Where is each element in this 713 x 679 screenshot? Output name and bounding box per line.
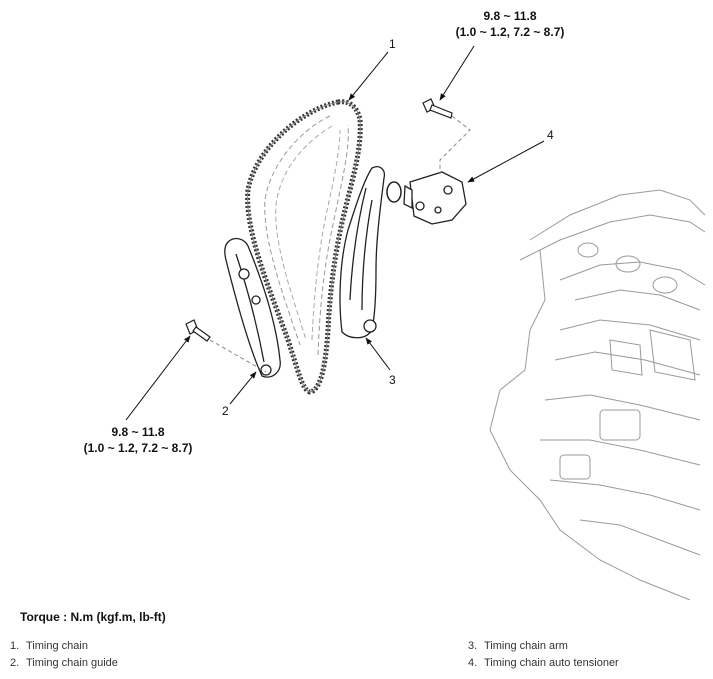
leader-lines (125, 45, 545, 421)
tensioner-bolt (422, 98, 453, 119)
leader-callout-2 (229, 371, 257, 405)
leader-callout-4 (467, 140, 545, 183)
timing-chain (245, 99, 363, 395)
legend-item: 3. Timing chain arm (468, 640, 568, 652)
leader-callout-3 (365, 337, 391, 371)
alignment-lines (209, 115, 471, 373)
legend-label: Timing chain auto tensioner (484, 657, 619, 669)
legend-number: 1. (10, 640, 20, 652)
torque-value-alt-units: (1.0 ~ 1.2, 7.2 ~ 8.7) (455, 25, 565, 39)
torque-value-alt-units: (1.0 ~ 1.2, 7.2 ~ 8.7) (83, 441, 193, 455)
legend-item: 2. Timing chain guide (10, 657, 118, 669)
torque-value: 9.8 ~ 11.8 (111, 425, 165, 439)
leader-callout-1 (348, 51, 389, 101)
legend-number: 3. (468, 640, 478, 652)
torque-value: 9.8 ~ 11.8 (483, 9, 537, 23)
legend-label: Timing chain arm (484, 640, 568, 652)
legend-number: 4. (468, 657, 478, 669)
torque-spec-guide-bolt: 9.8 ~ 11.8 (1.0 ~ 1.2, 7.2 ~ 8.7) (68, 424, 208, 456)
torque-spec-tensioner-bolt: 9.8 ~ 11.8 (1.0 ~ 1.2, 7.2 ~ 8.7) (440, 8, 580, 40)
callout-4: 4 (547, 128, 554, 142)
timing-chain-arm (339, 166, 386, 339)
callout-1: 1 (389, 37, 396, 51)
timing-chain-diagram (125, 45, 706, 600)
legend-label: Timing chain (26, 640, 88, 652)
timing-chain-auto-tensioner (403, 171, 467, 225)
torque-units-caption: Torque : N.m (kgf.m, lb-ft) (20, 610, 166, 624)
callout-2: 2 (222, 404, 229, 418)
legend-item: 1. Timing chain (10, 640, 88, 652)
timing-chain-guide (224, 237, 281, 378)
leader-torque-top (439, 45, 475, 101)
guide-bolt (185, 319, 211, 342)
legend-number: 2. (10, 657, 20, 669)
engine-block-outline (489, 189, 706, 600)
legend-label: Timing chain guide (26, 657, 118, 669)
legend-item: 4. Timing chain auto tensioner (468, 657, 619, 669)
o-ring (386, 181, 402, 203)
callout-3: 3 (389, 373, 396, 387)
leader-torque-left (125, 335, 191, 421)
